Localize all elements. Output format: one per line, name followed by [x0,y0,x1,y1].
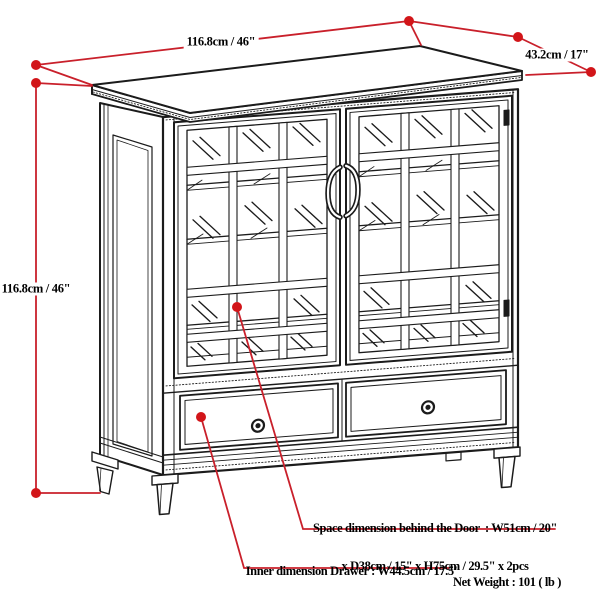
cabinet-front-face [151,88,521,516]
drawer-leader-line [200,416,450,569]
front-right-foot [493,446,521,489]
drawer-knob [255,423,261,429]
door-space-annotation: Space dimension behind the Door : W51cm … [302,497,568,585]
drawer-annotation-line1: Inner dimension Drawer : W44.5cm / 17.5" [245,564,461,578]
left-glass-door [173,108,341,380]
net-weight-label: Net Weight : 101 ( lb ) [453,575,561,589]
height-dimension-label: 116.8cm / 46" [0,282,74,296]
door-space-annotation-line1: Space dimension behind the Door : W51cm … [312,521,557,535]
left-drawer [179,382,339,451]
cabinet-top [91,45,523,123]
glass-shine-marks [362,109,495,347]
right-drawer [345,369,507,438]
door-mullions [358,108,500,350]
hinge-icon [503,109,510,126]
width-leader-line [35,64,93,86]
hinge-icon [503,299,510,317]
back-left-foot [91,451,119,495]
right-glass-door [345,94,513,366]
cabinet-left-side-panel [91,102,164,495]
depth-connector-line [408,20,519,38]
drawer-annotation: Inner dimension Drawer : W44.5cm / 17.5"… [238,540,468,600]
interior-shelves [186,173,328,358]
door-mullions [186,121,328,364]
drawer-knob [420,400,436,415]
interior-shelves [358,159,500,345]
depth-dimension-label: 43.2cm / 17" [522,48,592,62]
back-right-foot [445,451,462,462]
door-handles [325,163,361,220]
door-space-leader-line [236,306,556,530]
front-left-foot [151,473,179,516]
door-space-annotation-line2: x D38cm / 15" x H75cm / 29.5" x 2pcs [341,558,529,573]
dimension-dots [31,16,596,498]
height-leader-line [35,82,93,87]
glass-shine-marks [190,122,323,361]
drawer-knob [250,418,266,433]
width-dimension-label: 116.8cm / 46" [183,35,259,49]
depth-leader-line [525,71,592,76]
drawer-knob [425,404,431,410]
